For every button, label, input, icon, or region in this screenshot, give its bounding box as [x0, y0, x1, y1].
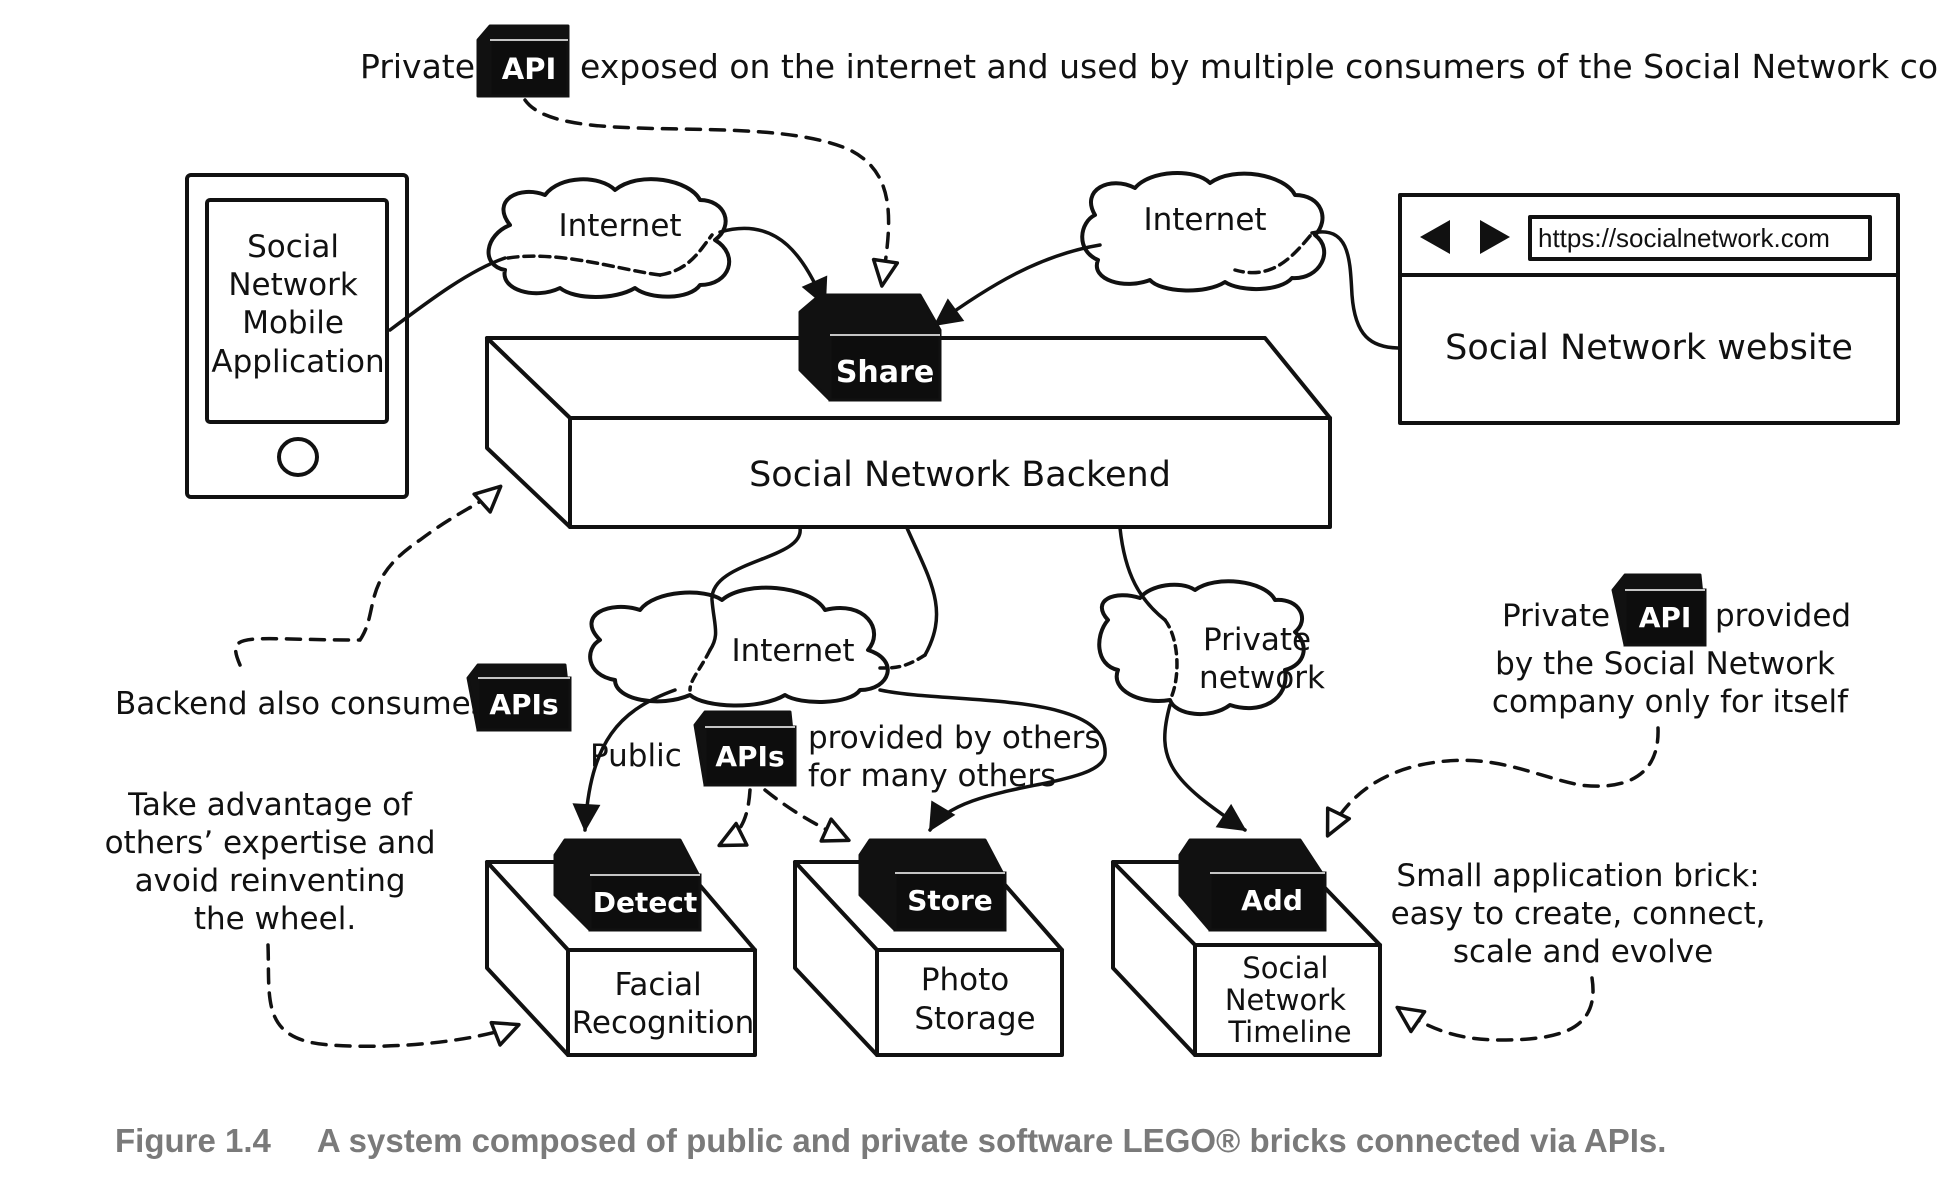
top-api-badge: API [476, 24, 570, 98]
consumes-note-prefix: Backend also consumes [115, 686, 487, 722]
cloud-right-internet-label: Internet [1143, 202, 1266, 238]
url-text: https://socialnetwork.com [1538, 223, 1830, 253]
private-note-prefix: Private [1502, 598, 1610, 634]
private-note-lines: by the Social Network company only for i… [1492, 646, 1849, 720]
private-to-add-arrow [1163, 703, 1247, 832]
cloud-private-network: Private network [1097, 579, 1325, 717]
figure-number: Figure 1.4 [115, 1122, 271, 1159]
detect-badge-label: Detect [593, 886, 698, 919]
public-to-store-arrow [763, 788, 851, 843]
top-note-prefix: Private [360, 47, 475, 86]
advantage-note: Take advantage of others’ expertise and … [105, 787, 446, 937]
cloud-to-share-right-arrow [933, 243, 1102, 327]
mobile-phone: Social Network Mobile Application [185, 173, 409, 499]
cloud-left-internet: Internet [486, 177, 732, 299]
mobile-app-label: Social Network Mobile Application [211, 229, 384, 380]
cloud-to-detect-arrow [572, 688, 677, 832]
cloud-center-internal-1 [688, 648, 712, 692]
public-apis-badge: APIs [693, 710, 797, 787]
top-note: Private API exposed on the internet and … [360, 24, 1938, 98]
cloud-center-internet: Internet [588, 585, 890, 708]
backend-to-cloud-line-2 [905, 526, 939, 657]
consumes-to-backend-arrow [234, 484, 503, 667]
cloud-right-internet: Internet [1080, 171, 1327, 293]
store-badge-label: Store [907, 884, 993, 917]
consumes-apis-badge-label: APIs [489, 688, 558, 721]
back-arrow-icon[interactable] [1420, 220, 1450, 254]
share-badge-label: Share [836, 355, 934, 390]
public-note-suffix: provided by others for many others [808, 720, 1110, 794]
private-api-badge-label: API [1639, 601, 1692, 634]
figure-caption-text: A system composed of public and private … [316, 1122, 1667, 1159]
cloud-internal-path-left [506, 254, 662, 277]
public-to-detect-arrow [717, 788, 752, 848]
private-api-badge: API [1611, 573, 1707, 647]
mobile-to-cloud-line [388, 256, 507, 332]
share-badge: Share [798, 293, 942, 402]
cloud-private-network-label: Private network [1199, 622, 1325, 696]
brick-note: Small application brick: easy to create,… [1391, 858, 1776, 970]
website-label: Social Network website [1445, 328, 1853, 368]
facial-label: Facial Recognition [572, 967, 755, 1041]
cloud-center-internet-label: Internet [731, 633, 854, 669]
cloud-left-internet-label: Internet [558, 208, 681, 244]
add-badge-label: Add [1241, 884, 1303, 917]
backend-label: Social Network Backend [749, 455, 1171, 495]
private-note-suffix: provided [1715, 598, 1851, 634]
backend-to-cloud-line-1 [708, 526, 802, 652]
timeline-label: Social Network Timeline [1225, 951, 1355, 1049]
public-note-prefix: Public [590, 738, 682, 774]
top-note-suffix: exposed on the internet and used by mult… [580, 47, 1938, 86]
add-badge: Add [1178, 838, 1327, 932]
figure-caption: Figure 1.4 A system composed of public an… [115, 1122, 1666, 1160]
photo-label: Photo Storage [914, 962, 1035, 1037]
website-to-cloud-line [1310, 230, 1402, 350]
cloud-center-internal-2 [878, 653, 927, 670]
forward-arrow-icon[interactable] [1480, 220, 1510, 254]
cloud-internal-path-right [1233, 234, 1312, 275]
top-api-to-share-arrow [523, 98, 900, 288]
cloud-private-internal [1163, 618, 1179, 702]
backend-to-private-line [1118, 526, 1167, 622]
url-bar[interactable] [1528, 215, 1872, 261]
consumes-apis-badge: APIs [466, 663, 572, 732]
public-apis-badge-label: APIs [715, 740, 784, 773]
store-badge: Store [858, 838, 1007, 932]
advantage-to-facial-arrow [266, 943, 521, 1049]
brick-note-to-timeline-arrow [1395, 976, 1595, 1042]
top-api-badge-label: API [502, 52, 557, 86]
website-browser: https://socialnetwork.com Social Network… [1398, 193, 1900, 425]
private-api-to-add-arrow [1325, 726, 1660, 838]
cloud-to-share-left-arrow [718, 226, 828, 307]
detect-badge: Detect [553, 838, 702, 932]
cloud-left-internal-solid [658, 233, 714, 277]
cloud-to-store-arrow [878, 688, 1107, 832]
